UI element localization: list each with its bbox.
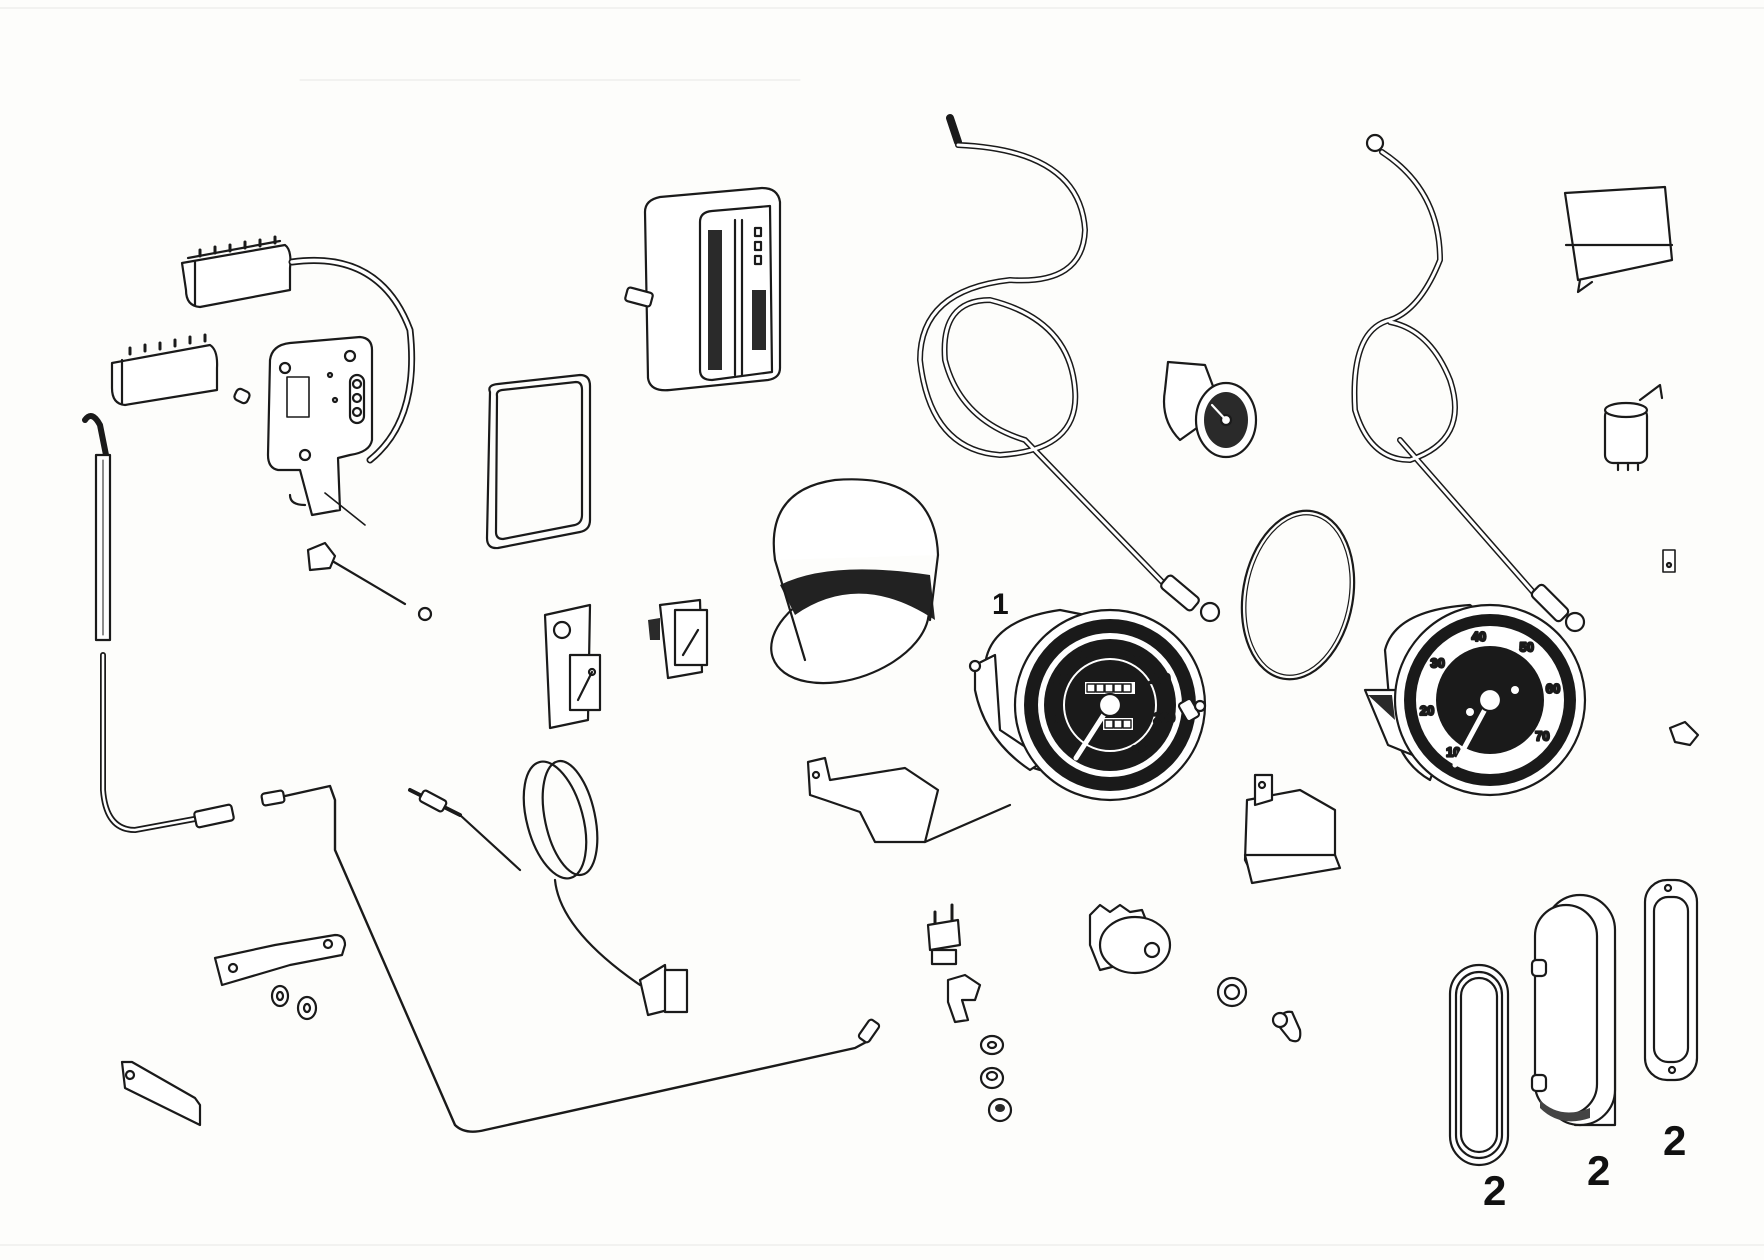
hex-nut: [979, 1066, 1005, 1090]
small-clip: [1662, 549, 1676, 573]
capillary-temperature-sender: [408, 759, 689, 1017]
secondary-gauge-scale-labels: 10 20 30 40 50 60 70: [1419, 628, 1562, 761]
mounting-bracket: [806, 756, 1012, 844]
washer: [979, 1034, 1005, 1056]
connector-block-lower: [110, 333, 219, 407]
oval-gasket-ring: [1448, 963, 1510, 1167]
odometer: [1085, 682, 1135, 730]
flasher-unit: [1603, 383, 1664, 472]
rotary-switch: [1088, 903, 1172, 975]
temperature-gauge-unit: [648, 598, 709, 680]
instrument-cluster-housing: [624, 186, 782, 392]
gauge-bezel-cup: [770, 478, 940, 685]
dial-scale-label: 70: [1535, 729, 1549, 744]
clock-unit: [1162, 360, 1258, 459]
rigid-tube-with-fitting: [82, 413, 235, 833]
dial-scale-label: 110: [1080, 645, 1101, 660]
dial-scale-label: 220: [1131, 743, 1153, 758]
secondary-gauge: 10 20 30 40 50 60 70: [1363, 603, 1587, 797]
dial-scale-label: 40: [1472, 629, 1486, 644]
lock-washer: [270, 984, 290, 1008]
sleeve-nut: [987, 1097, 1013, 1123]
callout-label-1: 1: [992, 588, 1009, 621]
oval-flange-gasket: [1643, 878, 1699, 1082]
secondary-gauge-needle: [1452, 697, 1493, 768]
oval-lamp-housing: [1530, 893, 1617, 1127]
dial-scale-label: 200: [1154, 710, 1176, 725]
oil-pressure-line: [260, 784, 881, 1133]
knurled-nut: [1216, 976, 1248, 1008]
callout-label-2-flange-gasket: 2: [1663, 1117, 1687, 1164]
dial-scale-label: 50: [1048, 710, 1062, 725]
pressure-switch-small: [1668, 720, 1700, 747]
callout-label-2-gasket-ring: 2: [1483, 1167, 1507, 1214]
connector-block-upper: [180, 235, 292, 309]
relay-box: [1563, 185, 1674, 294]
relay-unit: [1243, 773, 1342, 885]
dial-scale-label: 20: [1420, 703, 1434, 718]
fork-bracket: [946, 973, 982, 1024]
bulb-holder-small: [233, 387, 251, 405]
bulb-holder-with-stem: [306, 541, 433, 622]
nameplate: [120, 1060, 202, 1127]
nut: [296, 995, 318, 1021]
rectangular-gasket: [485, 373, 592, 550]
round-seal-ring: [1240, 509, 1356, 681]
bracket-strap: [213, 933, 347, 987]
scan-artifacts: [0, 7, 1764, 1246]
speedometer-cable-right: [1351, 133, 1586, 633]
fuel-gauge-unit: [543, 603, 602, 730]
dial-scale-label: 30: [1430, 655, 1444, 670]
pressure-switch: [926, 903, 962, 966]
dial-scale-label: 140: [1119, 645, 1141, 660]
callout-label-2-lamp-housing: 2: [1587, 1147, 1611, 1194]
wing-screw: [1271, 1010, 1302, 1043]
speedometer-cable-left: [917, 114, 1221, 623]
dial-scale-label: 60: [1546, 681, 1560, 696]
dial-scale-label: 170: [1149, 671, 1171, 686]
printed-circuit-board: [266, 335, 374, 526]
dial-scale-label: 50: [1519, 640, 1533, 655]
dial-scale-label: 10: [1446, 744, 1460, 759]
dial-scale-label: 80: [1053, 671, 1067, 686]
